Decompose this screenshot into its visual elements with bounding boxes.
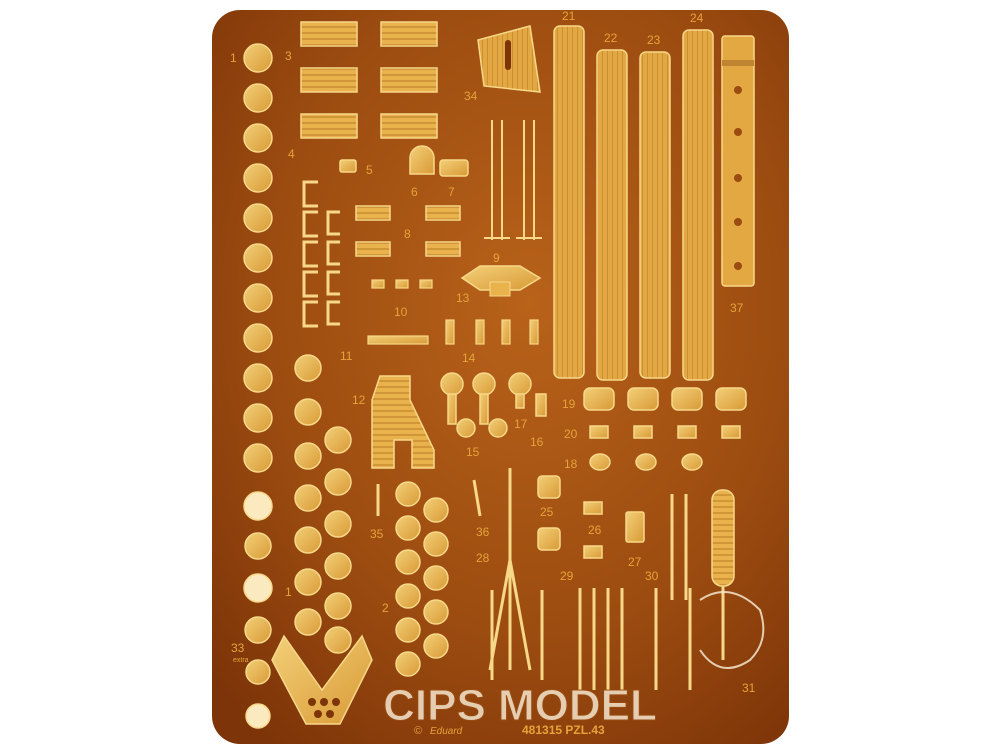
watermark-text: CIPS MODEL <box>383 681 657 730</box>
label-20: 20 <box>564 427 578 441</box>
label-14: 14 <box>462 351 476 365</box>
label-23: 23 <box>647 33 661 47</box>
fret-code: 481315 PZL.43 <box>522 723 605 737</box>
label-21: 21 <box>562 9 576 23</box>
label-34: 34 <box>464 89 478 103</box>
label-24: 24 <box>690 11 704 25</box>
part-13 <box>460 265 542 291</box>
label-29: 29 <box>560 569 574 583</box>
part-12 <box>371 375 435 469</box>
ribbed-panels <box>300 21 438 139</box>
label-2: 2 <box>382 601 389 615</box>
wheel-discs <box>294 354 449 677</box>
label-31: 31 <box>742 681 756 695</box>
rail-37-holes <box>734 86 742 270</box>
long-rails <box>553 25 755 381</box>
copyright-mark: © <box>414 725 422 737</box>
parts-15-17 <box>440 372 547 438</box>
part-8-plates <box>355 205 461 257</box>
label-22: 22 <box>604 31 618 45</box>
label-25: 25 <box>540 505 554 519</box>
label-4: 4 <box>288 147 295 161</box>
small-bits-5-7 <box>339 145 469 177</box>
label-9: 9 <box>493 251 500 265</box>
part-number-labels: 1 3 4 5 6 7 8 9 10 11 12 13 14 15 16 17 … <box>230 9 756 695</box>
label-28: 28 <box>476 551 490 565</box>
disc-column-left <box>243 43 273 729</box>
part-35-36 <box>376 479 482 517</box>
part-31 <box>711 489 735 587</box>
brand-small: Eduard <box>430 726 463 737</box>
label-16: 16 <box>530 435 544 449</box>
label-8: 8 <box>404 227 411 241</box>
label-33: 33 <box>231 641 245 655</box>
label-19: 19 <box>562 397 576 411</box>
label-13: 13 <box>456 291 470 305</box>
label-extra: extra <box>233 657 249 664</box>
parts-10-11-14 <box>367 279 539 345</box>
label-1: 1 <box>230 51 237 65</box>
label-11: 11 <box>340 349 353 363</box>
label-3: 3 <box>285 49 292 63</box>
label-17: 17 <box>514 417 528 431</box>
bracket-parts <box>302 180 340 328</box>
parts-29-30 <box>490 494 692 690</box>
watermark-logo: CIPS MODEL <box>383 591 765 731</box>
parts-25-27 <box>537 475 645 559</box>
label-7: 7 <box>448 185 455 199</box>
label-37: 37 <box>730 301 744 315</box>
label-1-lower: 1 <box>285 585 292 599</box>
label-12: 12 <box>352 393 366 407</box>
label-18: 18 <box>564 457 578 471</box>
label-15: 15 <box>466 445 480 459</box>
label-5: 5 <box>366 163 373 177</box>
part-v-frame <box>271 634 373 725</box>
label-6: 6 <box>411 185 418 199</box>
label-35: 35 <box>370 527 384 541</box>
parts-18-20 <box>583 387 747 471</box>
v-frame-holes <box>308 698 340 718</box>
label-36: 36 <box>476 525 490 539</box>
label-10: 10 <box>394 305 408 319</box>
label-27: 27 <box>628 555 642 569</box>
part-9-struts <box>484 120 542 240</box>
label-26: 26 <box>588 523 602 537</box>
label-30: 30 <box>645 569 659 583</box>
